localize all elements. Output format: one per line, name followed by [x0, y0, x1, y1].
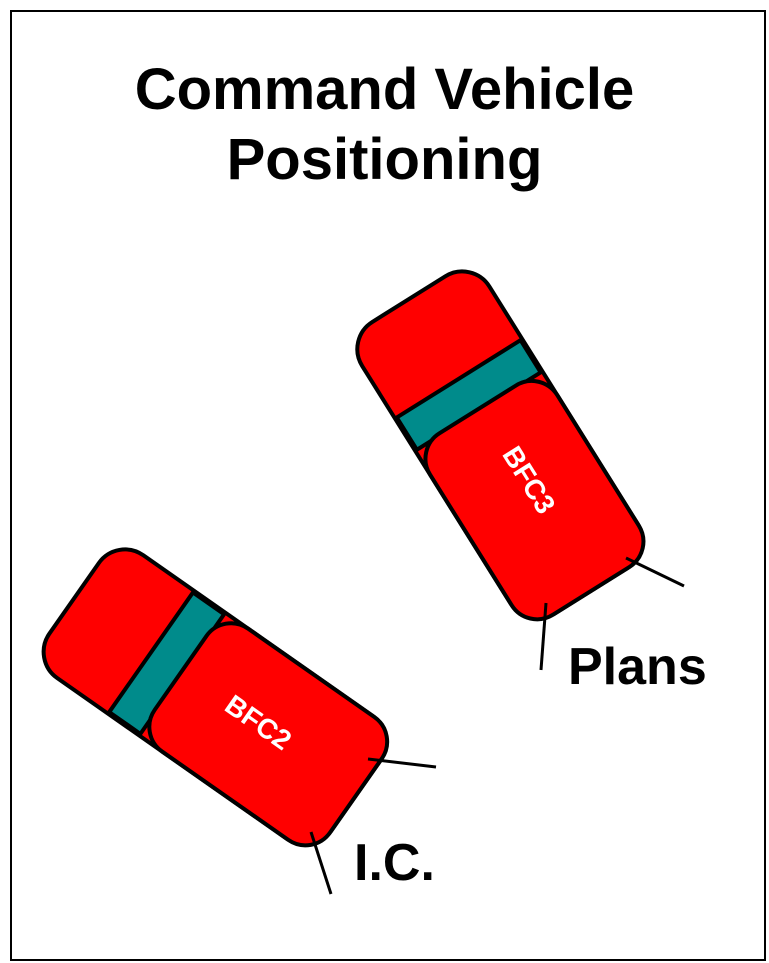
page-title: Command Vehicle Positioning — [0, 55, 769, 194]
bfc2-position-line-2 — [309, 831, 333, 895]
title-line-1: Command Vehicle — [134, 57, 635, 122]
position-label-plans: Plans — [568, 638, 707, 696]
vehicle-bfc3-cab — [423, 378, 646, 622]
bfc3-position-line-1 — [625, 556, 685, 588]
title-line-2: Positioning — [226, 126, 543, 192]
vehicle-bfc2-cab — [147, 621, 390, 848]
vehicle-bfc2: BFC2 — [41, 547, 390, 848]
bfc2-position-line-1 — [367, 757, 437, 769]
position-label-ic: I.C. — [354, 834, 435, 892]
bfc3-position-line-2 — [539, 602, 548, 671]
diagram-frame — [10, 10, 766, 961]
vehicle-bfc3: BFC3 — [355, 269, 646, 622]
